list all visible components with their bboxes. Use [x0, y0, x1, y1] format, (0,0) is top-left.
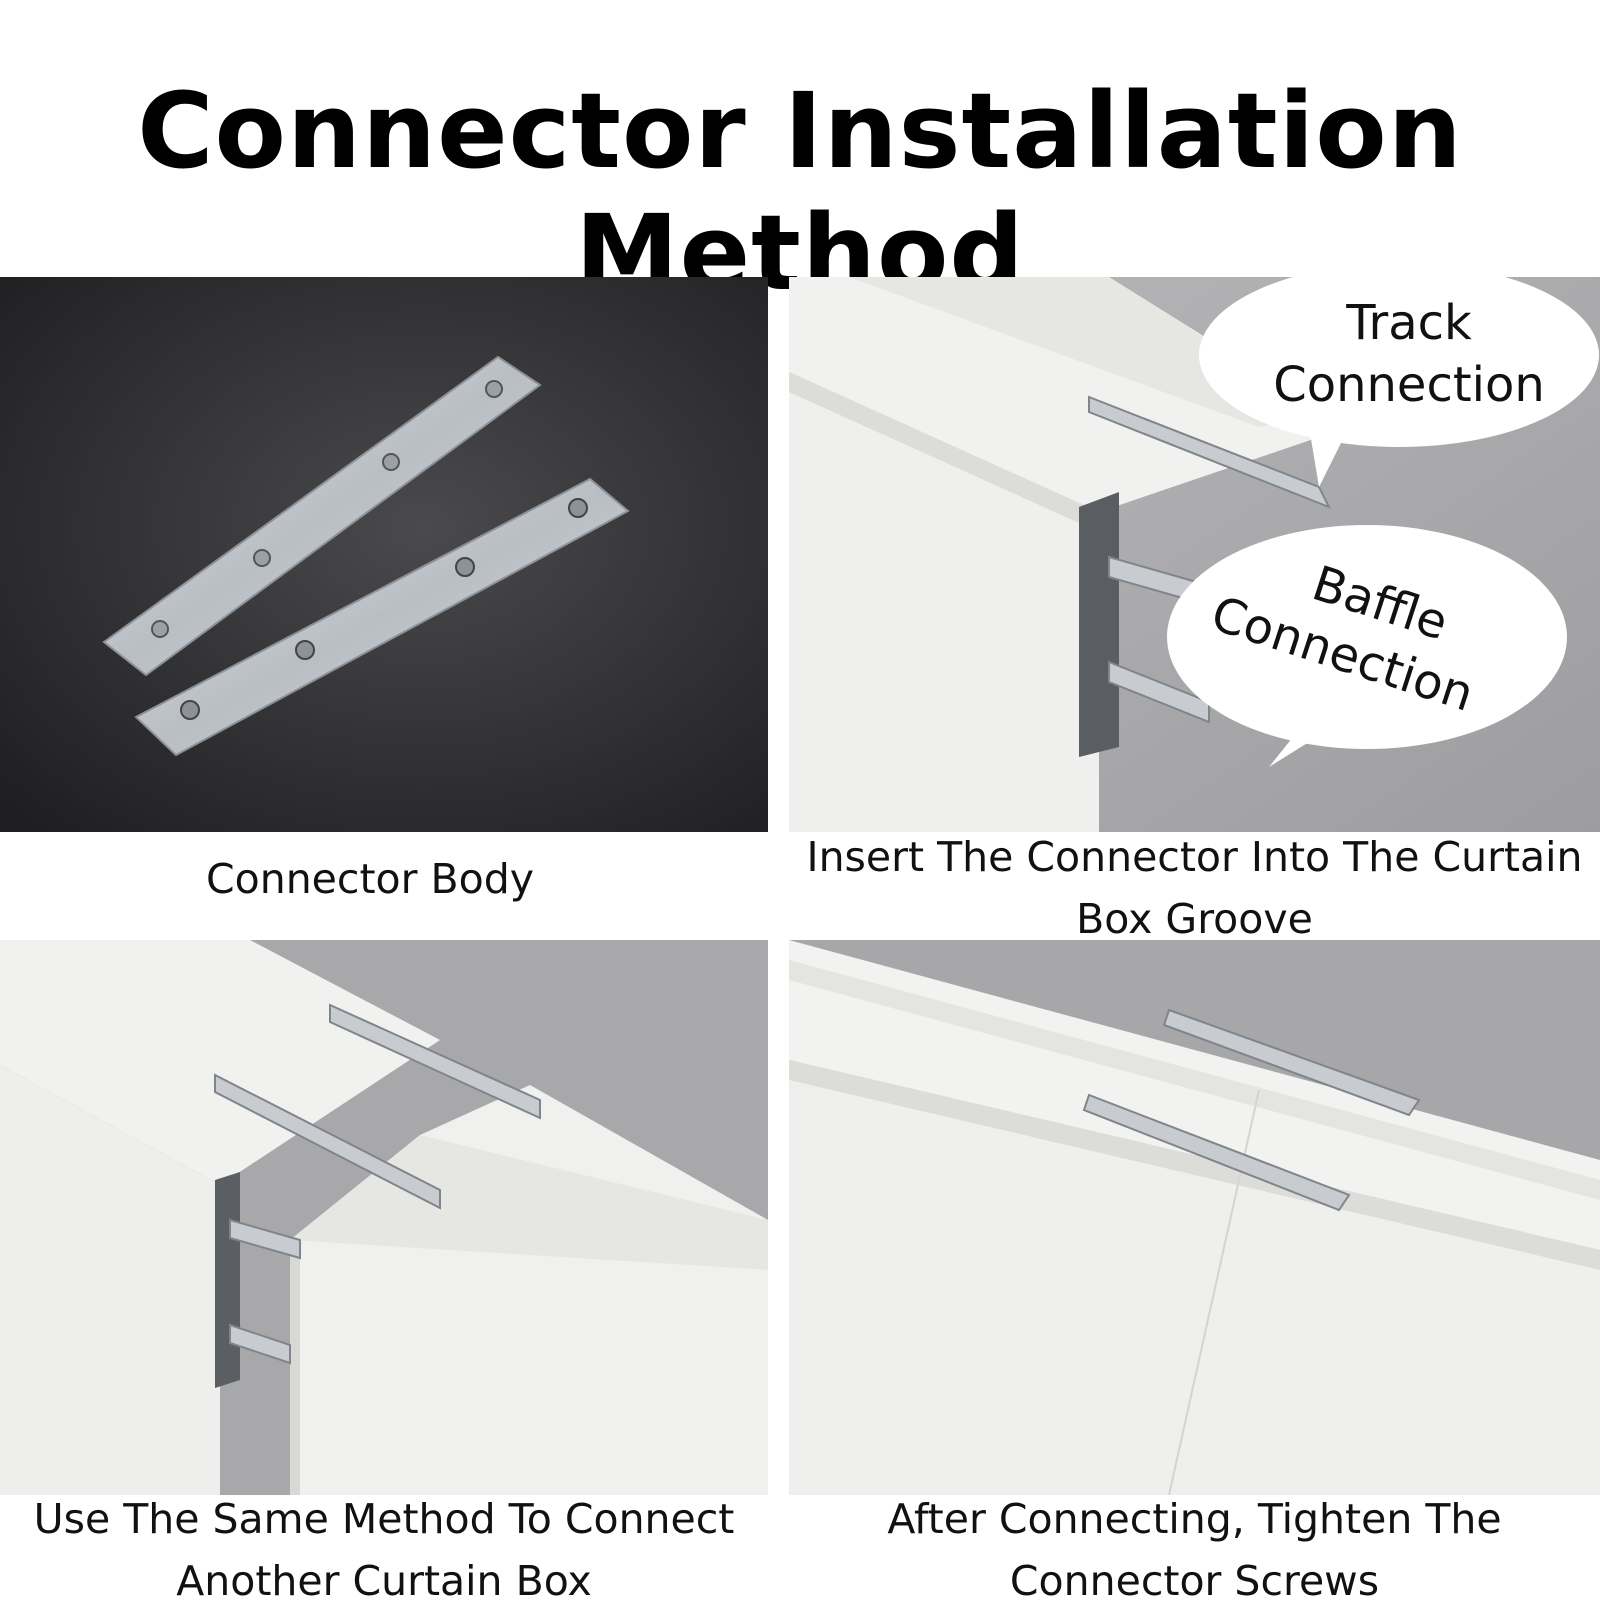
caption-connector-body: Connector Body [206, 855, 534, 903]
insert-connector-photo: Track Connection Baffle Connection [789, 277, 1600, 832]
tighten-screws-photo [789, 940, 1600, 1495]
caption-tighten-screws: After Connecting, Tighten The Connector … [887, 1495, 1502, 1605]
track-callout-line2: Connection [1273, 357, 1545, 413]
baffle-connection-callout: Baffle Connection [1167, 525, 1567, 767]
connector-plate-upper [102, 355, 542, 677]
track-connection-callout: Track Connection [1199, 277, 1599, 487]
caption-connect-another-box: Use The Same Method To Connect Another C… [33, 1495, 735, 1605]
page-title: Connector Installation Method [137, 70, 1463, 314]
connector-plate-lower [134, 477, 630, 757]
track-callout-line1: Track [1345, 295, 1472, 351]
connector-body-photo [0, 277, 768, 832]
caption-insert-connector: Insert The Connector Into The Curtain Bo… [806, 833, 1583, 943]
connect-another-box-photo [0, 940, 768, 1495]
